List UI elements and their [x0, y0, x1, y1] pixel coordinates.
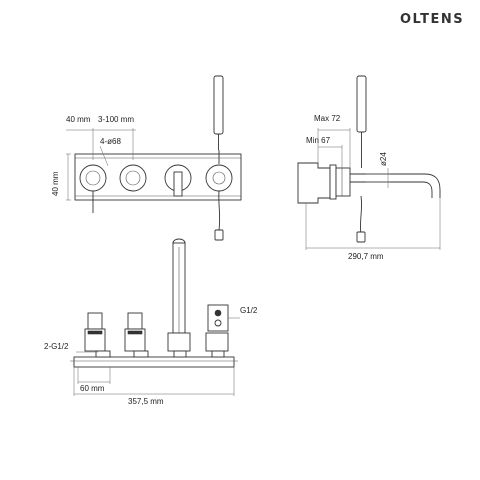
dim-min: Min 67 — [306, 136, 331, 145]
dim-spacing-a: 40 mm — [66, 115, 91, 124]
knob-2 — [119, 164, 147, 192]
bottom-view: 2-G1/2 G1/2 60 mm 357,5 mm — [44, 238, 258, 406]
side-body — [335, 167, 351, 197]
side-hand-shower — [356, 75, 367, 133]
cartridge-1-body — [84, 328, 106, 352]
cartridge-1-top — [87, 312, 103, 330]
front-view: 40 mm 3-100 mm 4-ø68 40 mm — [51, 75, 242, 241]
dim-spacing-b: 3-100 mm — [98, 115, 134, 124]
cartridge-2-top — [127, 312, 143, 330]
base-plate — [73, 356, 235, 368]
dim-total: 357,5 mm — [128, 397, 164, 406]
side-spout-bottom — [350, 181, 433, 198]
brand-logo: OLTENS — [400, 12, 465, 27]
side-view: Max 72 Min 67 ø24 290,7 mm — [297, 75, 441, 261]
side-wall-box — [297, 162, 331, 204]
dim-hole: 4-ø68 — [100, 137, 121, 146]
dim-offset: 60 mm — [80, 384, 105, 393]
diverter-top — [207, 304, 229, 332]
side-plate — [329, 164, 337, 200]
spout-front — [173, 171, 183, 197]
dim-thread-left: 2-G1/2 — [44, 342, 69, 351]
dim-diameter: ø24 — [379, 152, 388, 166]
shower-outlet — [205, 164, 233, 192]
side-spout-top — [350, 173, 441, 198]
dim-depth: 290,7 mm — [348, 252, 384, 261]
dim-height: 40 mm — [51, 171, 60, 196]
spout-body — [167, 332, 191, 352]
diverter-body — [205, 332, 229, 352]
dim-thread-right: G1/2 — [240, 306, 258, 315]
knob-1 — [79, 164, 107, 192]
dim-max: Max 72 — [314, 114, 341, 123]
hand-shower-head — [213, 75, 224, 135]
